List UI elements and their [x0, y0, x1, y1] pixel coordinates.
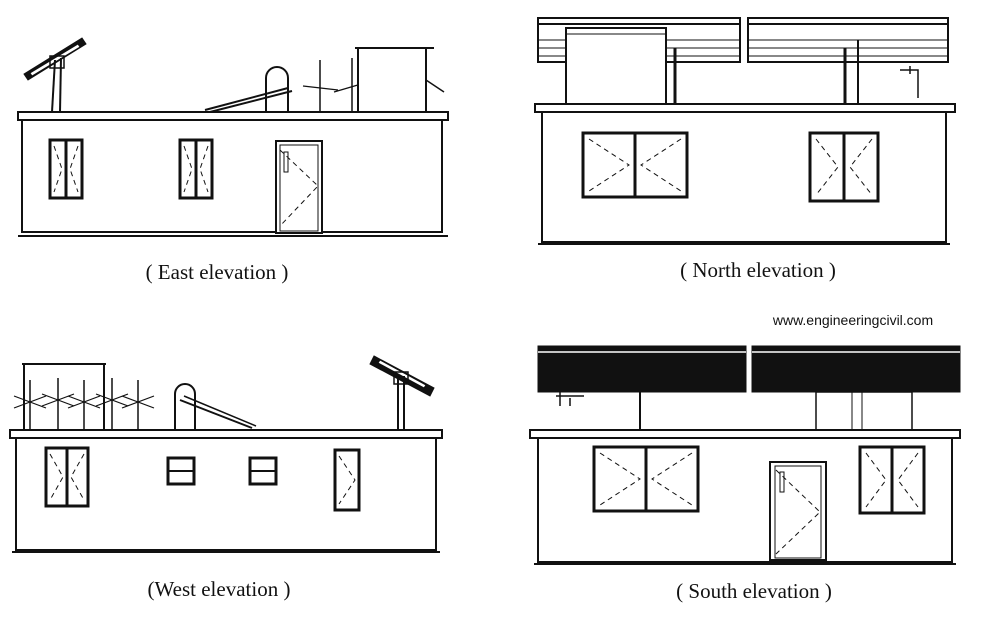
west-elevation: (West elevation )	[9, 355, 443, 601]
west-vent-1	[166, 456, 196, 486]
north-elevation-caption: ( North elevation )	[680, 258, 836, 282]
south-window-1	[592, 445, 700, 513]
south-window-2	[858, 445, 926, 515]
east-door	[275, 140, 323, 234]
east-elevation: ( East elevation )	[17, 37, 449, 284]
north-window-1	[581, 131, 689, 199]
north-building	[534, 103, 956, 245]
west-solar-heater	[174, 383, 257, 430]
west-water-tank	[22, 363, 106, 431]
north-water-tank	[565, 27, 667, 105]
east-water-tank	[355, 47, 445, 113]
west-window-2	[333, 448, 361, 512]
west-building	[9, 429, 443, 553]
south-door	[769, 461, 827, 561]
east-solar-panel	[23, 37, 87, 113]
west-wind-turbines	[13, 378, 155, 430]
south-elevation: ( South elevation )	[529, 345, 961, 603]
west-vent-2	[248, 456, 278, 486]
north-elevation: ( North elevation ) www.engineeringcivil…	[534, 17, 956, 328]
south-elevation-caption: ( South elevation )	[676, 579, 832, 603]
south-water-tank	[815, 391, 913, 431]
west-solar-panel	[369, 355, 435, 430]
east-solar-heater	[204, 66, 293, 113]
website-watermark: www.engineeringcivil.com	[772, 312, 933, 328]
west-elevation-caption: (West elevation )	[148, 577, 291, 601]
north-window-2	[808, 131, 880, 203]
east-window-1	[48, 138, 84, 200]
east-window-2	[178, 138, 214, 200]
south-solar-heaters	[537, 345, 961, 430]
west-window-1	[44, 446, 90, 508]
south-building	[529, 429, 961, 565]
east-elevation-caption: ( East elevation )	[146, 260, 289, 284]
east-building	[17, 111, 449, 237]
